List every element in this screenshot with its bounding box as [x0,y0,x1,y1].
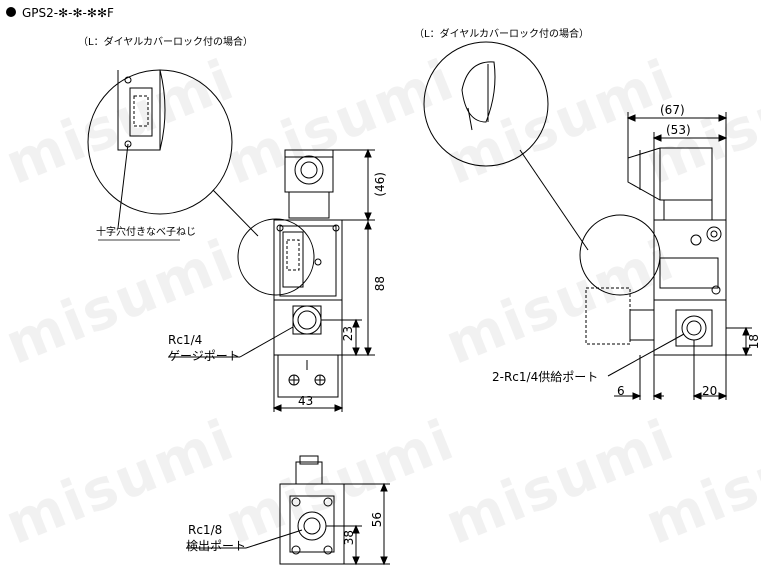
callout-detect-port-size: Rc1/8 [188,523,223,537]
note-right: （L：ダイヤルカバーロック付の場合） [414,29,589,40]
model-title: GPS2-✻-✻-✻✻F [22,6,114,20]
title-bullet [6,7,16,17]
dial-window [282,231,304,288]
dim-20: 20 [702,384,718,398]
callout-detect-port-name: 検出ポート [186,539,247,553]
dim-53: (53) [666,123,691,137]
dim-56: 56 [370,512,384,528]
side-connector [627,147,713,201]
dim-43: 43 [298,394,314,408]
detect-port [297,511,327,541]
dim-23: 23 [341,326,355,342]
dim-38: 38 [342,530,356,546]
dim-88: 88 [373,276,387,292]
detail-circle-right [423,41,549,167]
note-left: （L：ダイヤルカバーロック付の場合） [78,37,253,48]
detail-ref-circle [237,218,315,296]
dim-46: (46) [373,172,387,197]
connector-neck [288,191,330,219]
supply-port [681,315,707,341]
dim-18: 18 [747,334,761,350]
bottom-body [279,483,345,565]
bottom-view [186,455,390,566]
callout-supply-port: 2-Rc1/4供給ポート [492,370,599,384]
callout-gauge-port-name: ゲージポート [168,349,240,363]
base-block [277,354,339,398]
connector-port-inner [300,161,318,179]
side-base [653,299,727,356]
gauge-port [292,305,322,335]
callout-gauge-port-size: Rc1/4 [168,333,203,347]
callout-screw: 十字穴付きなべ子ねじ [96,227,196,238]
side-view [423,41,752,400]
detail-ref-circle-right [579,214,661,296]
dim-6: 6 [617,384,625,398]
bottom-connector [295,461,323,485]
connector-port [294,155,324,185]
dim-67: (67) [660,103,685,117]
front-view [87,69,375,412]
